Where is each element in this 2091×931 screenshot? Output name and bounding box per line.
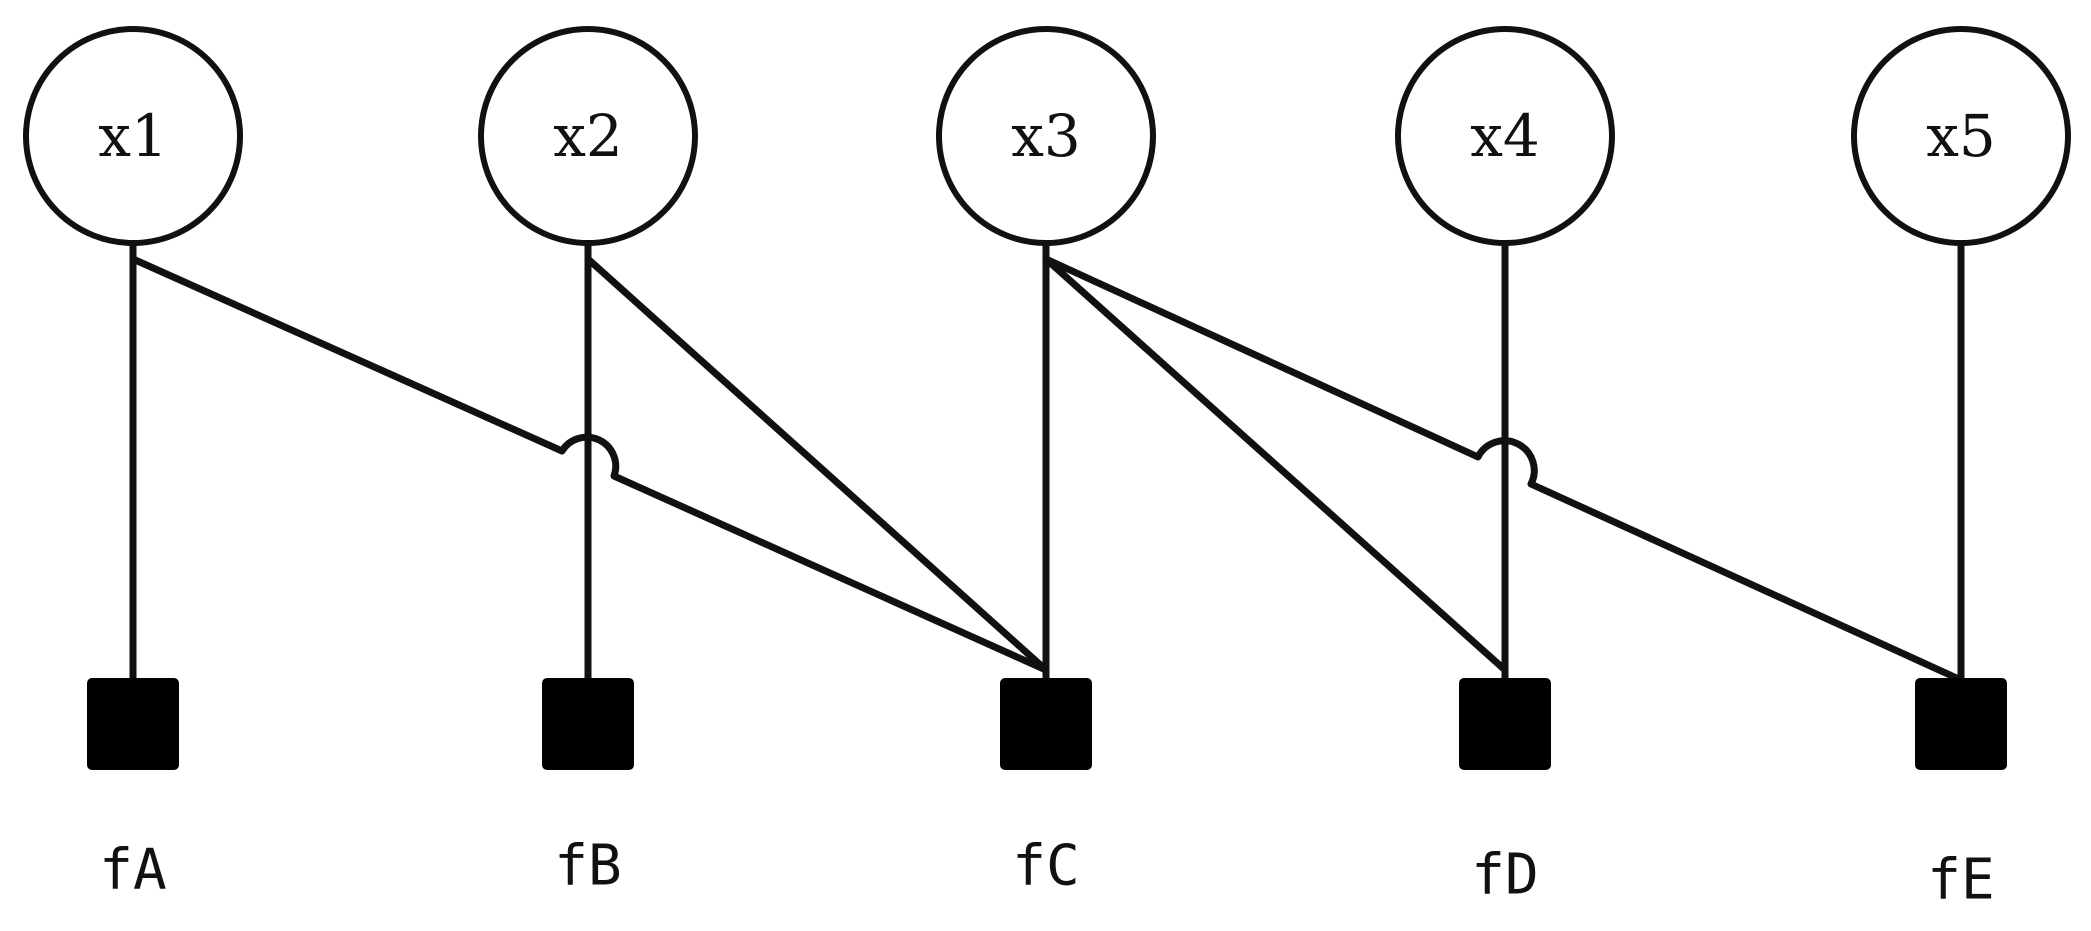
edge-x3-fD [1042,255,1509,674]
factor-square [542,678,634,770]
edge-x1-fC [129,255,1050,674]
factor-label: fC [1012,834,1079,899]
variable-label: x4 [1470,102,1540,170]
variable-circle [1395,26,1615,246]
factor-node-fC: fC [1000,678,1092,899]
variable-node-x5: x5 [1851,26,2071,246]
factor-label: fD [1471,843,1538,908]
edge-x3-fE [1042,255,1965,684]
variable-node-x1: x1 [23,26,243,246]
variable-circle [936,26,1156,246]
factor-label: fE [1927,848,1994,913]
variable-label: x2 [553,102,623,170]
edges-layer [129,239,1965,684]
variable-node-x4: x4 [1395,26,1615,246]
factor-square [87,678,179,770]
factor-node-fB: fB [542,678,634,899]
factor-label: fB [554,834,621,899]
factor-square [1459,678,1551,770]
variable-circle [478,26,698,246]
variable-circle [1851,26,2071,246]
factor-square [1000,678,1092,770]
edge-x2-fC [584,255,1050,674]
factor-square [1915,678,2007,770]
factor-node-fD: fD [1459,678,1551,908]
variable-node-x3: x3 [936,26,1156,246]
variable-label: x5 [1926,102,1996,170]
variable-nodes: x1 x2 x3 x4 x5 [23,26,2071,246]
variable-circle [23,26,243,246]
factor-node-fE: fE [1915,678,2007,913]
factor-label: fA [99,838,166,903]
factor-nodes: fA fB fC fD fE [87,678,2007,913]
variable-label: x3 [1011,102,1081,170]
factor-node-fA: fA [87,678,179,903]
variable-label: x1 [98,102,168,170]
variable-node-x2: x2 [478,26,698,246]
